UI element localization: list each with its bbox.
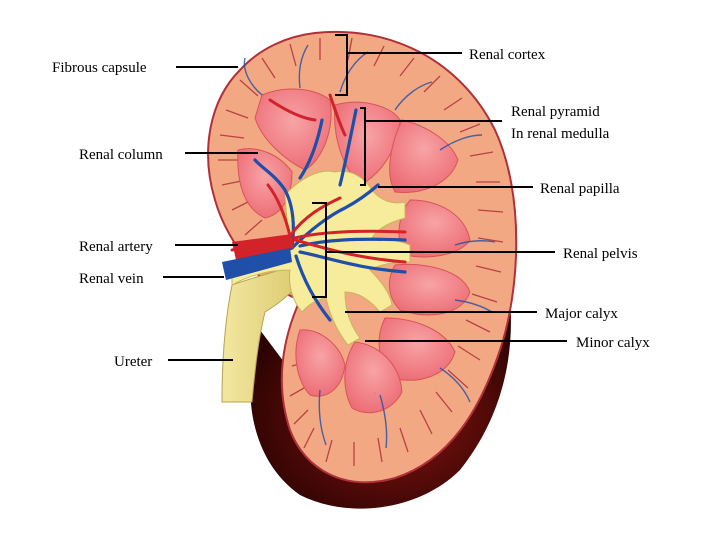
label-renal-medulla: In renal medulla (511, 126, 610, 142)
renal-pyramid-bracket (360, 107, 366, 186)
label-renal-pyramid: Renal pyramid (511, 104, 600, 120)
label-minor-calyx: Minor calyx (576, 335, 650, 351)
label-renal-pelvis: Renal pelvis (563, 246, 638, 262)
label-major-calyx: Major calyx (545, 306, 618, 322)
label-ureter: Ureter (114, 354, 152, 370)
label-fibrous-capsule: Fibrous capsule (52, 60, 147, 76)
label-renal-cortex: Renal cortex (469, 47, 546, 63)
label-renal-artery: Renal artery (79, 239, 153, 255)
renal-vein-trunk (222, 248, 292, 280)
renal-cortex-bracket (335, 34, 348, 96)
renal-pelvis-bracket (312, 202, 327, 298)
renal-artery-trunk (232, 234, 294, 260)
pyramid-top (334, 101, 401, 186)
leader-lines (163, 52, 567, 361)
pyramid-bottom (344, 341, 403, 414)
renal-pyramids (237, 88, 471, 414)
cortical-vessels (243, 44, 496, 449)
pyramid-bottom-left (295, 329, 346, 397)
label-renal-papilla: Renal papilla (540, 181, 620, 197)
pyramid-top-left (254, 88, 332, 171)
label-renal-vein: Renal vein (79, 271, 144, 287)
label-renal-column: Renal column (79, 147, 163, 163)
